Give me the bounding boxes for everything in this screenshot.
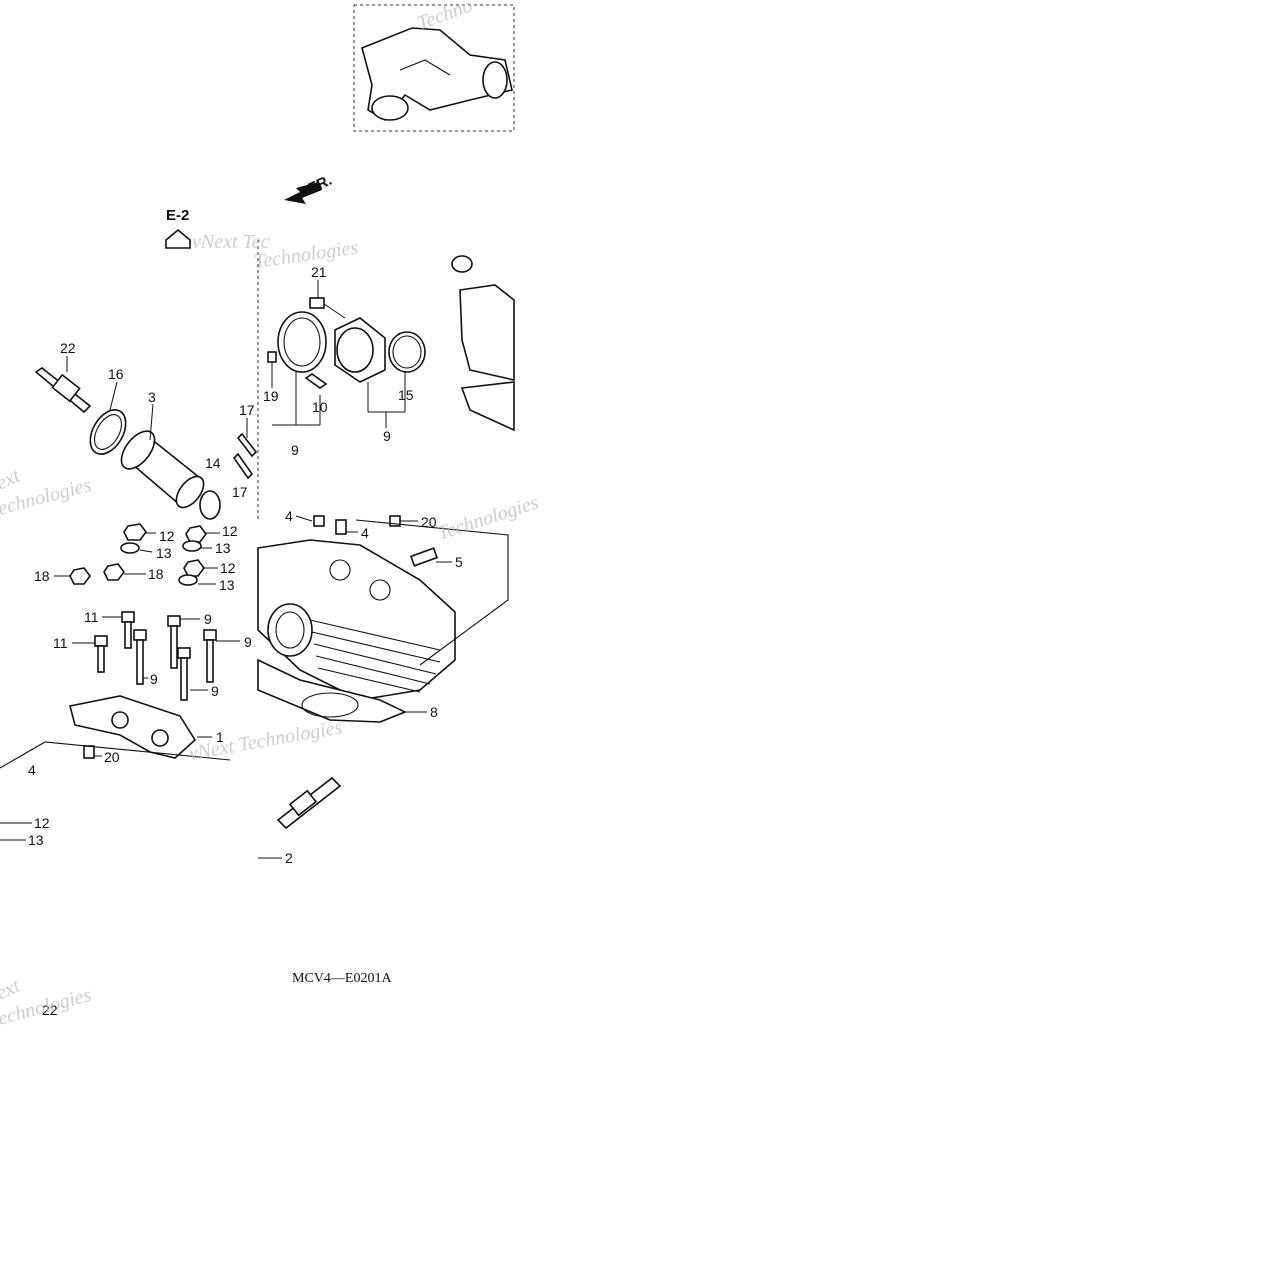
callout-14: 14 bbox=[205, 455, 221, 471]
callout-15: 15 bbox=[398, 387, 414, 403]
front-direction-arrow: FR. bbox=[284, 172, 335, 204]
callout-11b: 11 bbox=[53, 635, 68, 651]
callout-12c: 12 bbox=[220, 560, 236, 576]
screw-10 bbox=[304, 373, 328, 389]
callout-13b: 13 bbox=[215, 540, 231, 556]
figure-code: MCV4—E0201A bbox=[292, 971, 392, 986]
valve-guide-5 bbox=[409, 547, 439, 567]
o-ring-15 bbox=[388, 331, 426, 373]
clamp-screw-19 bbox=[267, 351, 277, 363]
callout-20a: 20 bbox=[104, 749, 120, 765]
spark-plug-lower bbox=[276, 776, 342, 830]
direction-label: FR. bbox=[306, 172, 335, 198]
head-gasket bbox=[257, 658, 407, 723]
callout-12d: 12 bbox=[34, 815, 50, 831]
callout-4a: 4 bbox=[285, 508, 293, 524]
callout-9a: 9 bbox=[204, 611, 212, 627]
callout-labels: 22 16 3 17 17 14 21 19 10 9 15 9 12 12 1… bbox=[28, 264, 463, 1018]
callout-3: 3 bbox=[148, 389, 156, 405]
callout-17b: 17 bbox=[232, 484, 248, 500]
callout-16: 16 bbox=[108, 366, 124, 382]
dowel-pin-20 bbox=[83, 745, 95, 759]
callout-1: 1 bbox=[216, 729, 224, 745]
watermark-6: Technologies bbox=[435, 491, 542, 544]
rocker-arm-holder bbox=[69, 695, 197, 759]
hardware-cluster bbox=[69, 523, 207, 586]
callout-9c: 9 bbox=[150, 671, 158, 687]
callout-13d: 13 bbox=[28, 832, 44, 848]
callout-19: 19 bbox=[263, 388, 279, 404]
o-ring-14 bbox=[199, 490, 221, 520]
callout-12a: 12 bbox=[159, 528, 175, 544]
watermarks: Techno vNext Tec Technologies ext echnol… bbox=[0, 0, 541, 1030]
callout-9b: 9 bbox=[244, 634, 252, 650]
callout-4b: 4 bbox=[361, 525, 369, 541]
callout-10: 10 bbox=[312, 399, 328, 415]
callout-9d: 9 bbox=[211, 683, 219, 699]
thermostat-inset bbox=[353, 4, 515, 132]
section-ref-label: E-2 bbox=[166, 207, 189, 224]
callout-13c: 13 bbox=[219, 577, 235, 593]
callout-18b: 18 bbox=[148, 566, 164, 582]
callout-22b: 22 bbox=[42, 1002, 58, 1018]
stud-lower bbox=[232, 452, 254, 480]
leader-lines bbox=[0, 280, 452, 859]
callout-18a: 18 bbox=[34, 568, 50, 584]
carburetor-insulator bbox=[334, 317, 386, 383]
spark-plug-upper bbox=[34, 367, 92, 414]
callout-8: 9 bbox=[291, 442, 299, 458]
callout-20b: 20 bbox=[421, 514, 437, 530]
callout-11a: 11 bbox=[84, 609, 99, 625]
callout-2: 2 bbox=[285, 850, 293, 866]
callout-17a: 17 bbox=[239, 402, 255, 418]
o-ring-16 bbox=[89, 409, 127, 455]
callout-7: 9 bbox=[383, 428, 391, 444]
section-reference: E-2 bbox=[165, 207, 191, 249]
watermark-2: vNext Tec bbox=[192, 231, 270, 253]
callout-22a: 22 bbox=[60, 340, 76, 356]
intake-joint bbox=[120, 430, 205, 509]
watermark-7: vNext Technologies bbox=[187, 716, 344, 765]
callout-4c: 4 bbox=[28, 762, 36, 778]
callout-12b: 12 bbox=[222, 523, 238, 539]
callout-21: 21 bbox=[311, 264, 327, 280]
screw-21 bbox=[309, 297, 325, 309]
bolt-group bbox=[94, 611, 217, 701]
insulator-band bbox=[277, 311, 327, 373]
watermark-1: Techno bbox=[414, 0, 475, 35]
callout-6: 8 bbox=[430, 704, 438, 720]
callout-5: 5 bbox=[455, 554, 463, 570]
watermark-8: ext bbox=[0, 975, 24, 1005]
watermark-4: ext bbox=[0, 465, 24, 495]
callout-13a: 13 bbox=[156, 545, 172, 561]
stud-upper bbox=[236, 432, 258, 458]
cylinder-head bbox=[257, 539, 456, 701]
